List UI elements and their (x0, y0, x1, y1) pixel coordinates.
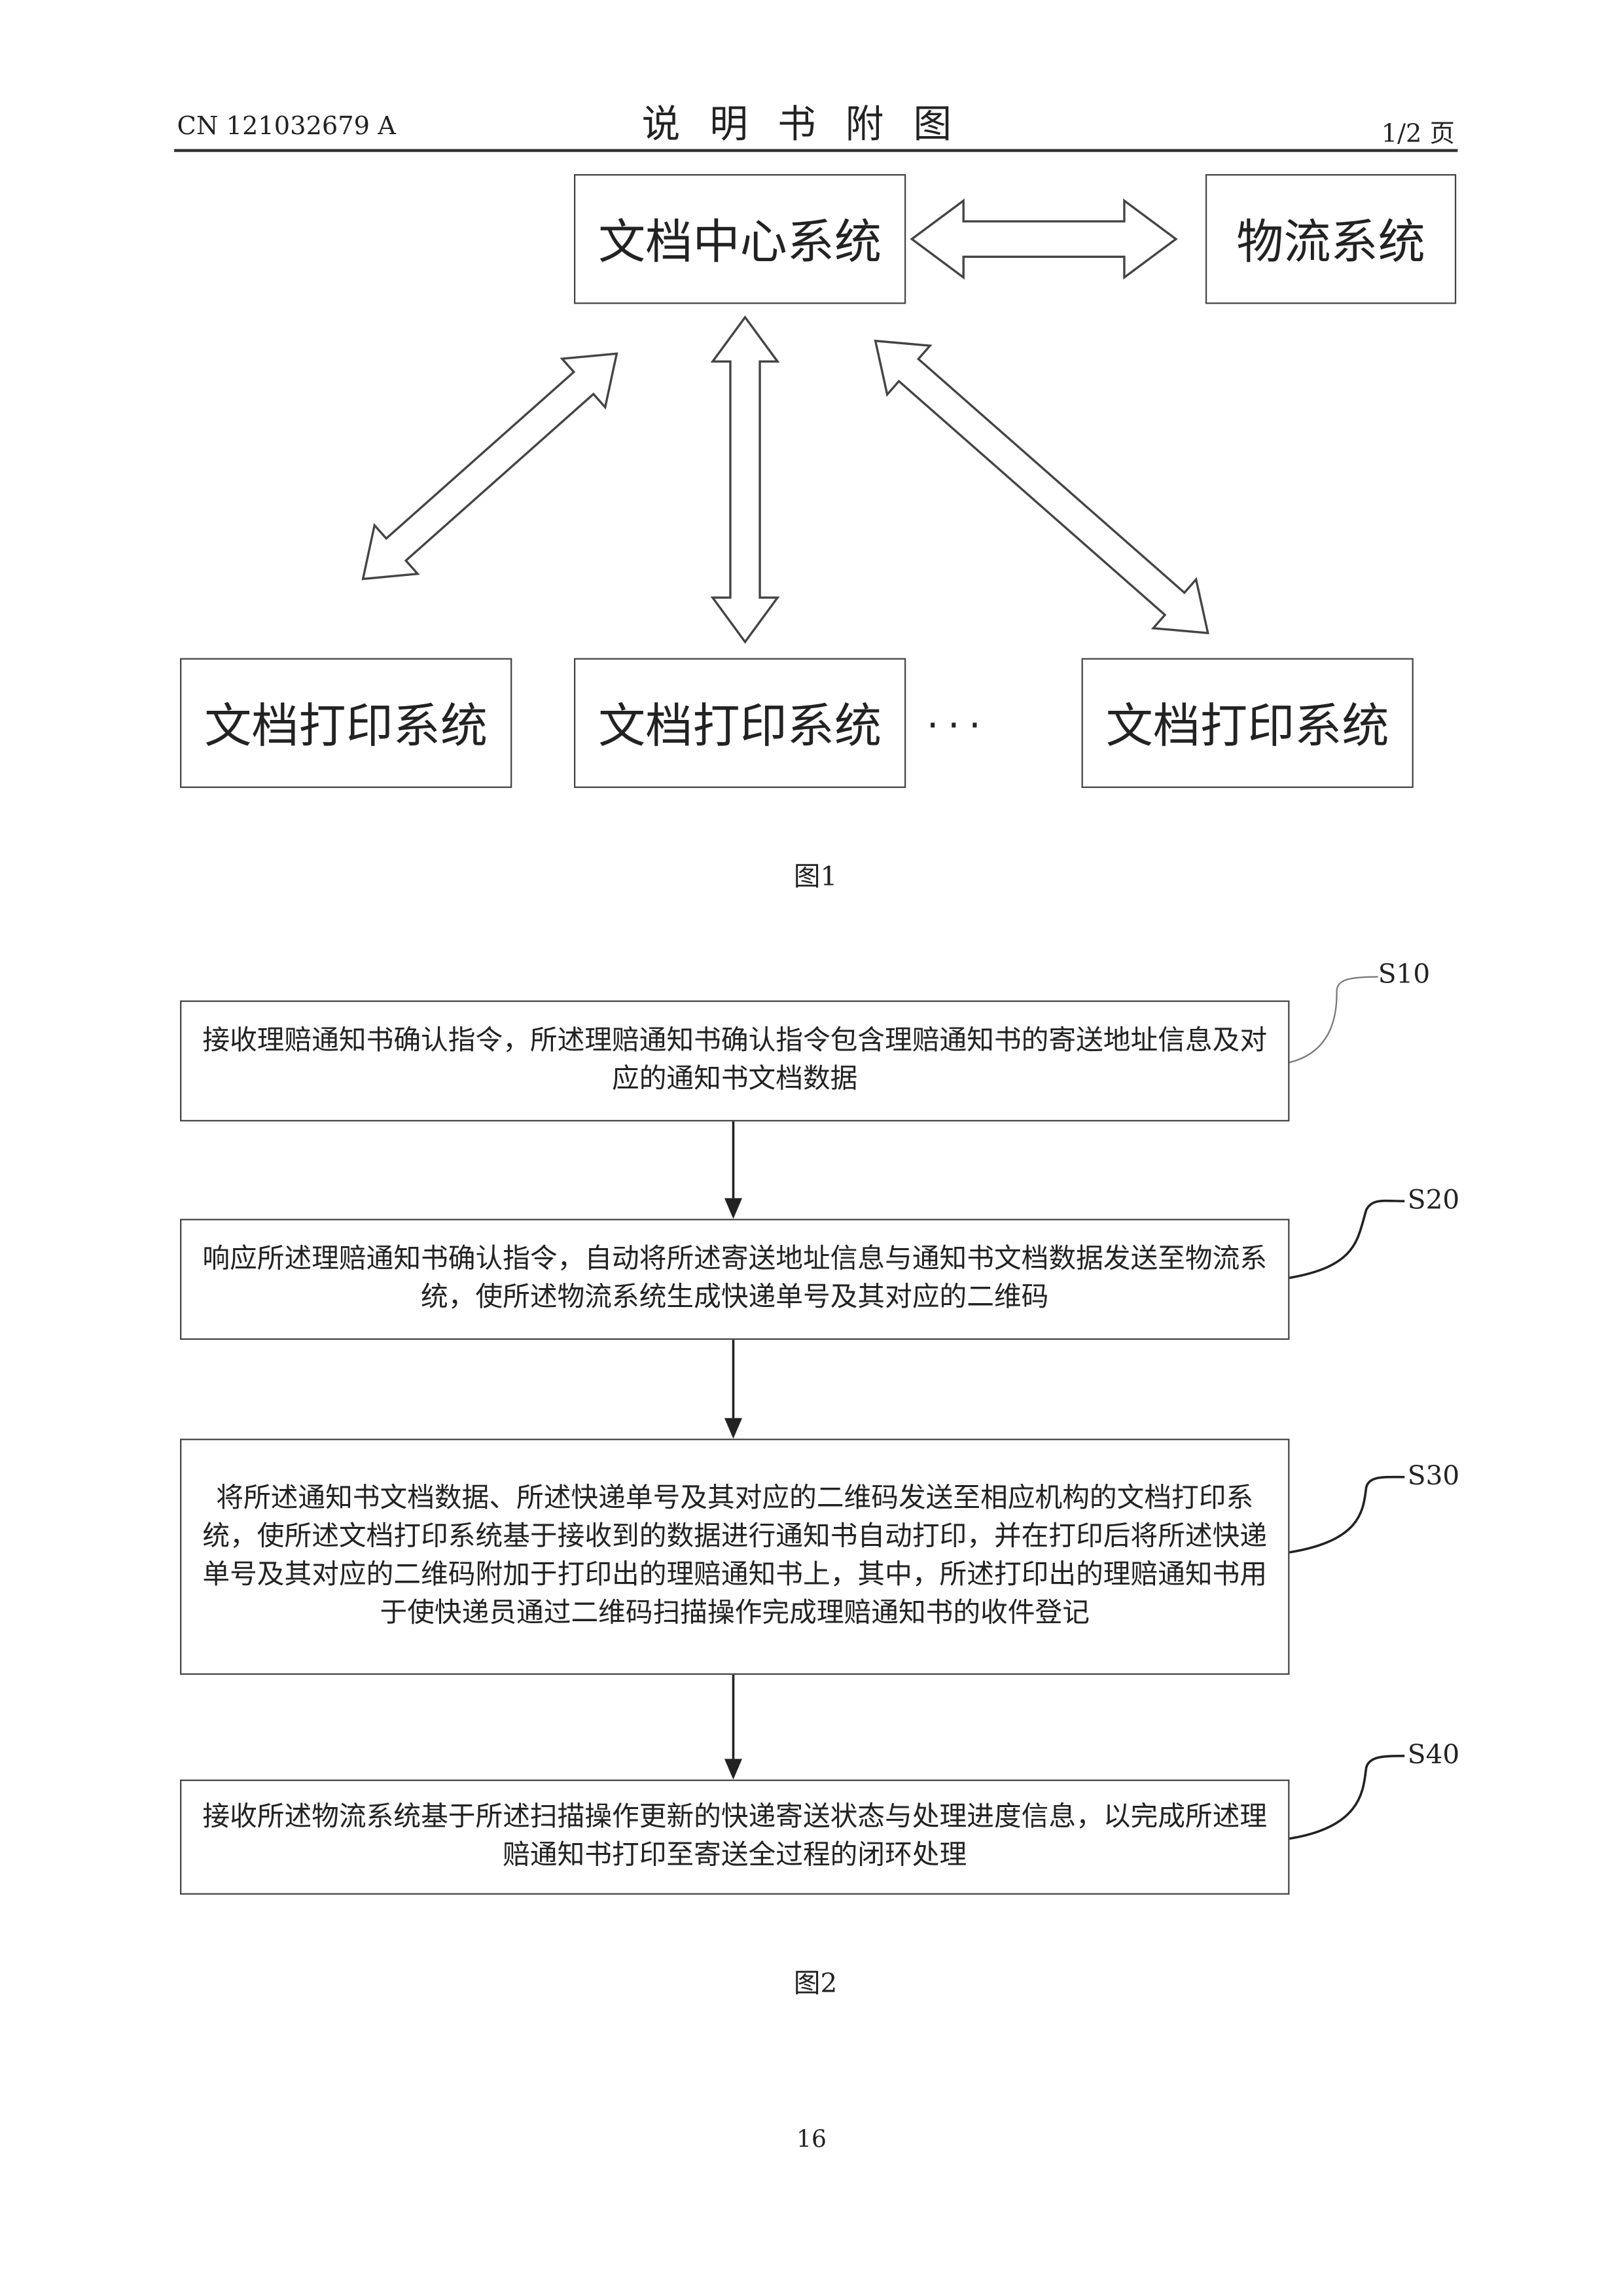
leader-line-s20 (1289, 1201, 1404, 1278)
step-label-s40: S40 (1408, 1740, 1459, 1770)
leader-line-s30 (1289, 1477, 1404, 1552)
double-arrow-center-print-left (342, 329, 639, 603)
flow-arrow-s10-s20 (724, 1121, 742, 1219)
leader-line-s40 (1289, 1756, 1404, 1839)
flow-arrow-s20-s30 (724, 1340, 742, 1439)
step-box-s10: 接收理赔通知书确认指令，所述理赔通知书确认指令包含理赔通知书的寄送地址信息及对应… (180, 1001, 1289, 1122)
page-number: 16 (0, 2125, 1623, 2153)
figure2-caption: 图2 (794, 1962, 837, 2001)
step-box-s40: 接收所述物流系统基于所述扫描操作更新的快递寄送状态与处理进度信息，以完成所述理赔… (180, 1780, 1289, 1895)
document-print-system-box-2: 文档打印系统 (574, 658, 906, 788)
double-arrow-center-logistics (912, 201, 1176, 278)
flow-arrow-s30-s40 (724, 1675, 742, 1780)
leader-line-s10 (1289, 977, 1378, 1062)
step-box-s30: 将所述通知书文档数据、所述快递单号及其对应的二维码发送至相应机构的文档打印系统，… (180, 1439, 1289, 1675)
step-label-s30: S30 (1408, 1461, 1459, 1492)
ellipsis: ... (927, 694, 990, 738)
step-box-s20: 响应所述理赔通知书确认指令，自动将所述寄送地址信息与通知书文档数据发送至物流系统… (180, 1219, 1289, 1340)
step-label-s10: S10 (1378, 959, 1430, 990)
document-print-system-box-3: 文档打印系统 (1082, 658, 1414, 788)
figure1-caption: 图1 (794, 856, 837, 895)
logistics-system-box: 物流系统 (1205, 174, 1456, 304)
document-print-system-box-1: 文档打印系统 (180, 658, 512, 788)
step-label-s20: S20 (1408, 1185, 1459, 1215)
document-center-system-box: 文档中心系统 (574, 174, 906, 304)
double-arrow-center-print-middle (713, 317, 777, 642)
double-arrow-center-print-right (854, 317, 1230, 658)
